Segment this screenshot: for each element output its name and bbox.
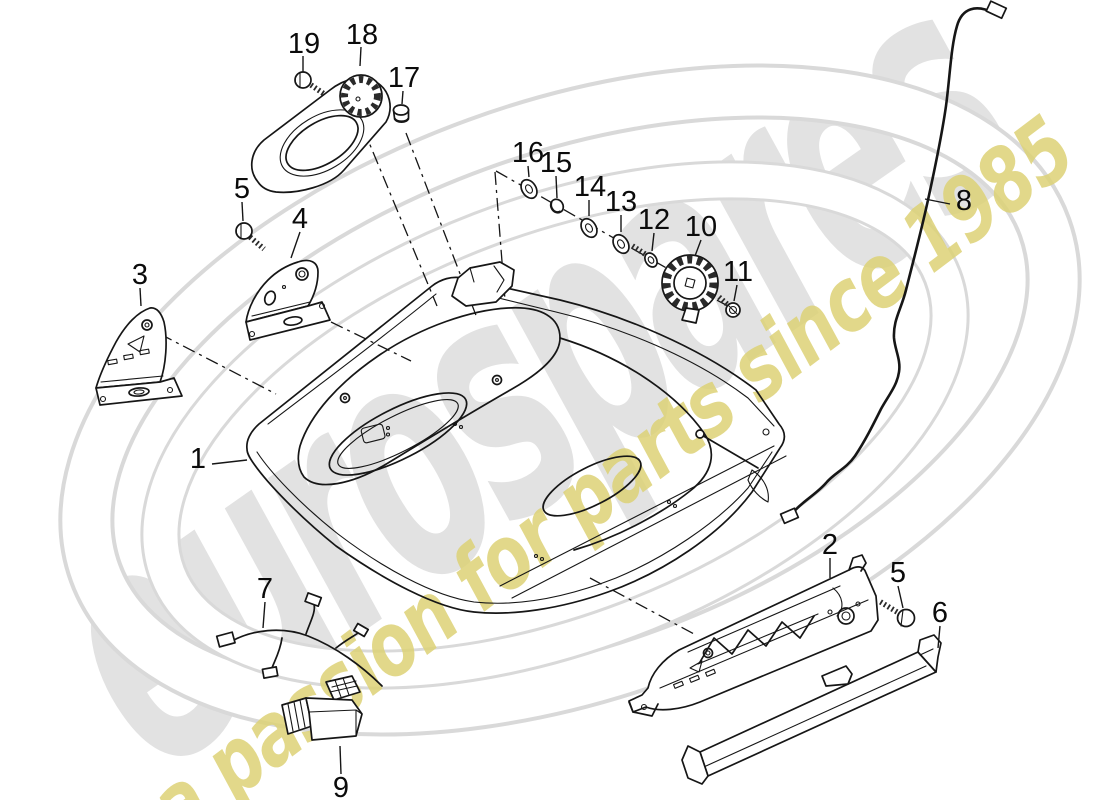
callout-6: 6: [932, 597, 948, 629]
cable-connector-top: [985, 0, 1008, 20]
washer-part-14: [580, 217, 598, 239]
washer-part-16: [520, 178, 538, 200]
callout-17: 17: [388, 62, 420, 94]
bolt-part-5-left: [235, 222, 266, 252]
callout-19: 19: [288, 28, 320, 60]
fastener-chain: [520, 178, 741, 324]
cable-connector-bottom: [779, 507, 800, 525]
washer-part-13: [612, 233, 630, 255]
bolt-part-5-right: [877, 598, 916, 628]
side-bracket-part-2: [628, 554, 879, 717]
callout-15: 15: [540, 147, 572, 179]
callout-9: 9: [333, 772, 349, 800]
seat-shell-part-1: [246, 261, 787, 614]
bezel-part-18: [250, 71, 410, 194]
seat-rail-part-6: [681, 634, 942, 785]
harness-connector-a: [215, 631, 236, 648]
callout-14: 14: [574, 171, 606, 203]
bracket-part-4: [245, 259, 331, 341]
callout-leader-lines: [139, 46, 951, 775]
screw-part-11: [717, 294, 741, 318]
callout-13: 13: [605, 186, 637, 218]
callout-5-left: 5: [234, 173, 250, 205]
callout-18: 18: [346, 19, 378, 51]
bracket-part-3: [95, 307, 183, 406]
callout-labels: 19 18 17 16 15 14 13 12 10 11 8 5 4 3 1 …: [132, 19, 972, 800]
callout-16: 16: [512, 137, 544, 169]
harness-connector-b: [304, 592, 323, 608]
nut-part-15: [549, 198, 565, 214]
harness-connector-c: [352, 622, 370, 638]
callout-11: 11: [723, 256, 753, 288]
nut-part-17: [392, 104, 410, 124]
callout-2: 2: [822, 529, 838, 561]
swoosh-oval-inner: [140, 160, 970, 690]
adjuster-knob-part-10: [661, 254, 719, 324]
callout-1: 1: [190, 443, 206, 475]
screw-part-12: [629, 242, 658, 268]
callout-3: 3: [132, 259, 148, 291]
callout-12: 12: [638, 204, 670, 236]
cable-part-8: [779, 0, 1008, 525]
wiring-harness-part-7: [215, 592, 383, 701]
callout-4: 4: [292, 203, 308, 235]
module-part-9: [281, 697, 363, 741]
screw-part-19: [294, 71, 312, 89]
callout-10: 10: [685, 211, 717, 243]
harness-connector-d: [261, 665, 279, 679]
callout-8: 8: [956, 185, 972, 217]
callout-5-right: 5: [890, 557, 906, 589]
callout-7: 7: [257, 573, 273, 605]
